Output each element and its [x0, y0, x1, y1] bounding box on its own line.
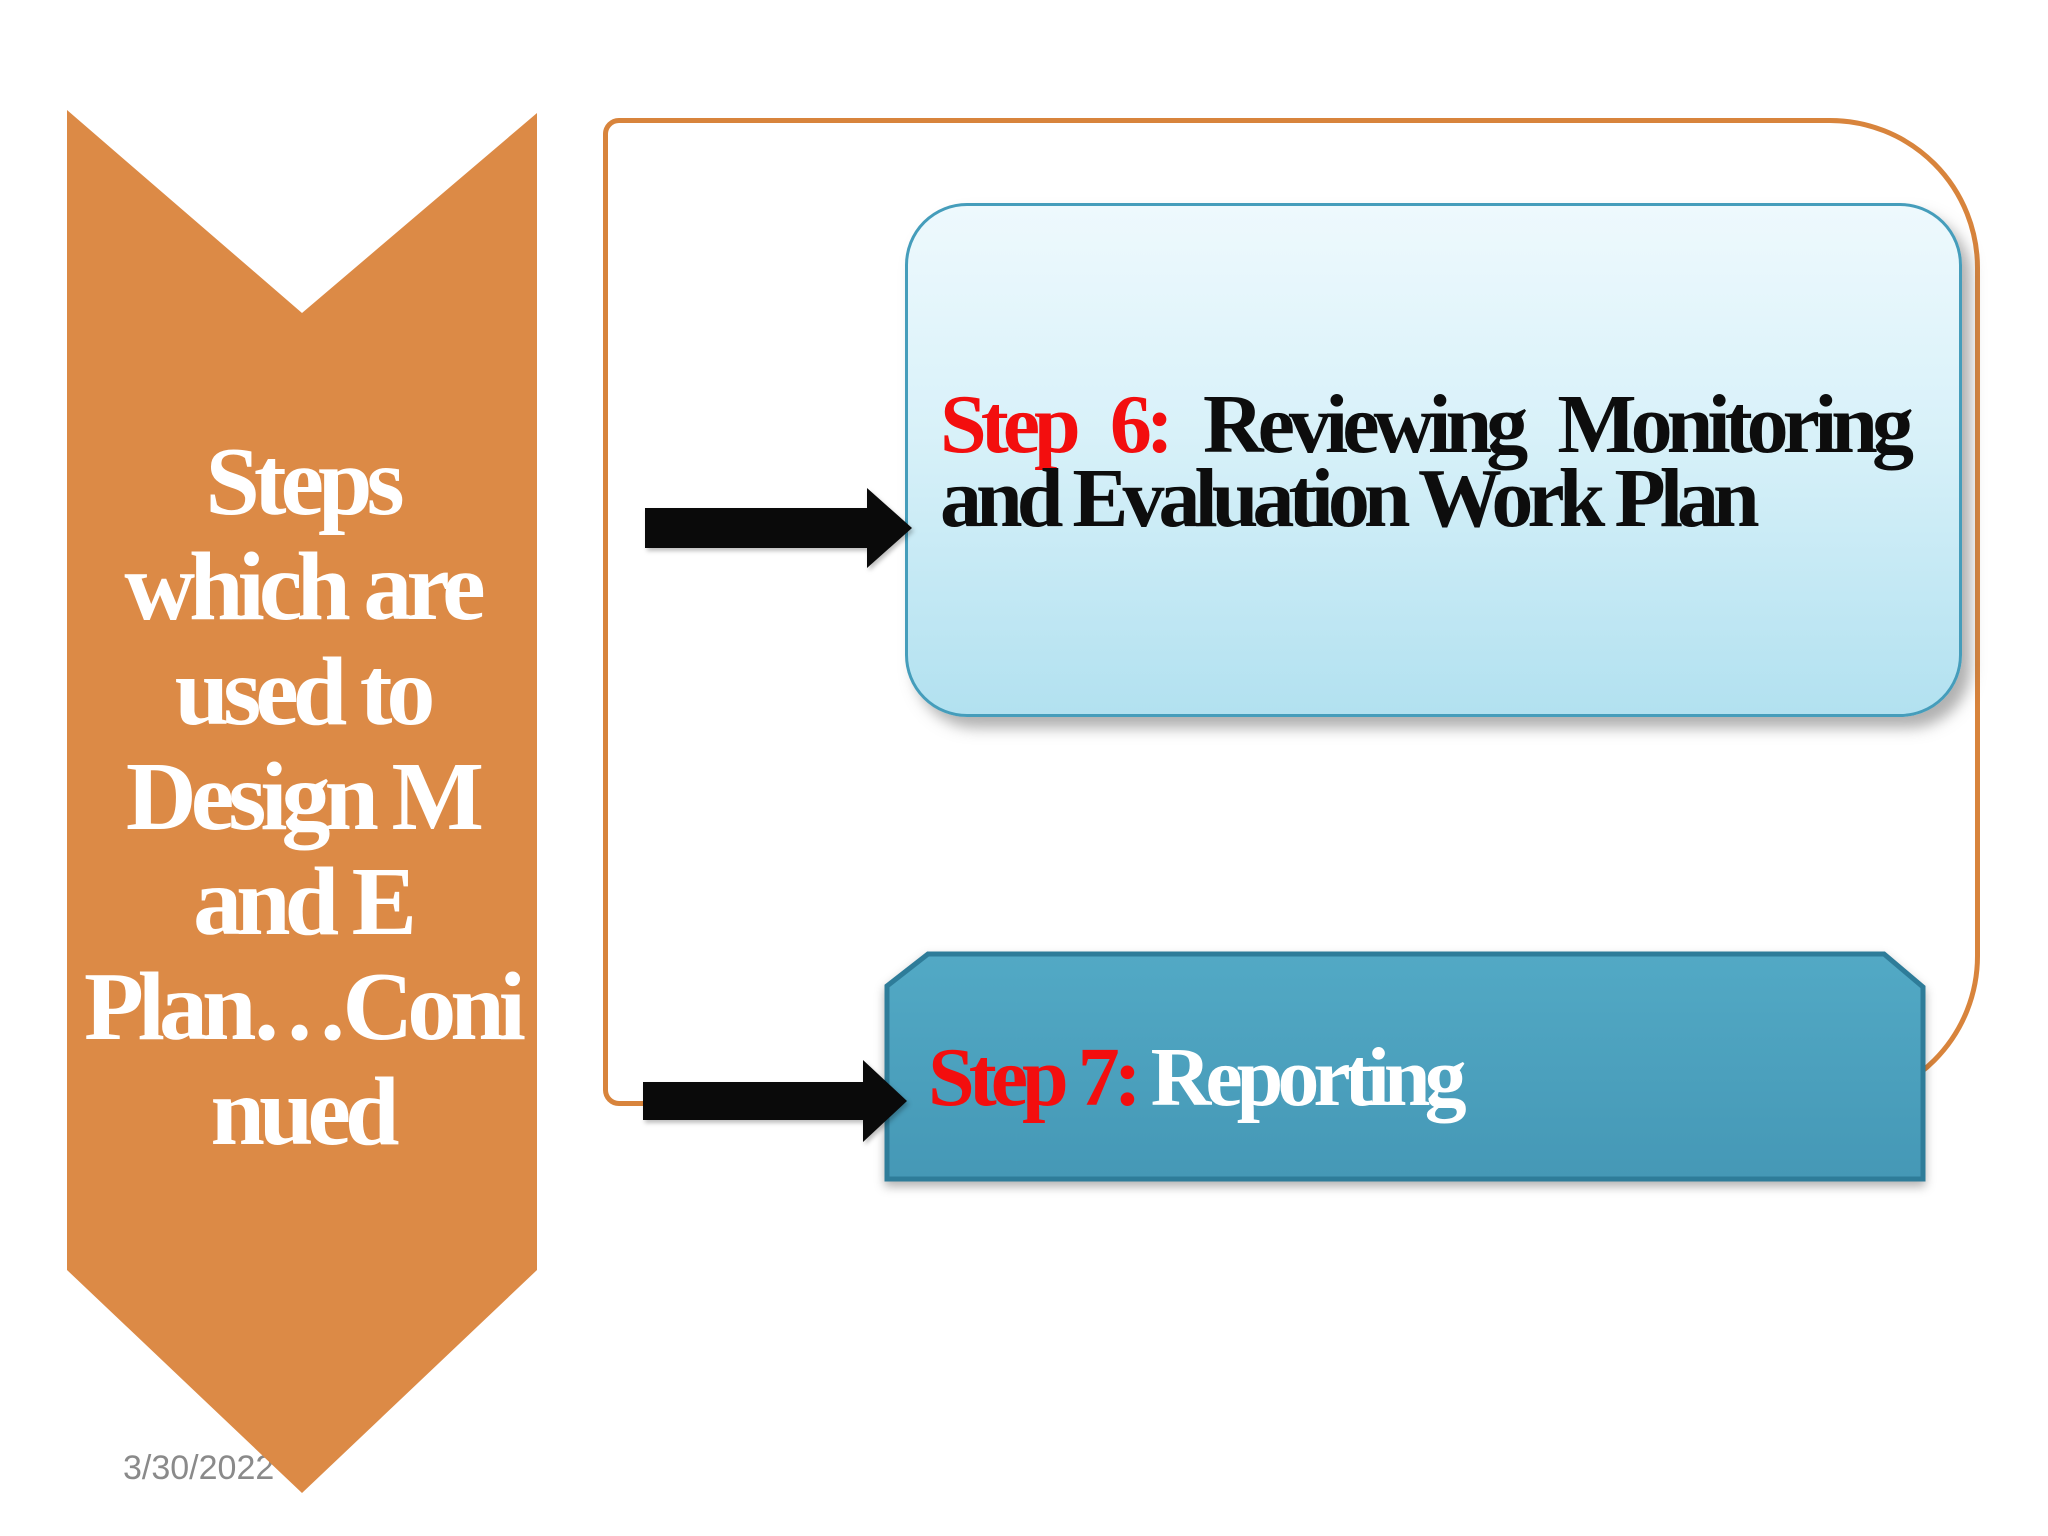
- arrow-right-icon-step6: [645, 488, 912, 568]
- arrow-right-icon-step7: [643, 1060, 907, 1142]
- step6-label: Step 6:: [940, 378, 1174, 471]
- step7-text: Step 7: Reporting: [928, 1036, 1848, 1120]
- chevron-title-line: and E: [193, 848, 417, 956]
- chevron-down-polygon: [67, 110, 537, 1493]
- step6-title: Reviewing Monitoring and Evaluation Work…: [940, 378, 1914, 545]
- chevron-title-line: Plan…Coni: [83, 953, 526, 1061]
- chevron-title-line: Design M: [125, 743, 484, 851]
- slide-date: 3/30/2022: [123, 1449, 275, 1487]
- chevron-title-line: nued: [210, 1058, 399, 1166]
- step7-snip-corner-polygon: [884, 951, 1926, 1182]
- step7-title: Reporting: [1150, 1031, 1467, 1124]
- chevron-title-line: used to: [174, 638, 436, 746]
- chevron-title: Steps which are used to Design M and E P…: [67, 430, 537, 1165]
- step7-label: Step 7:: [928, 1031, 1142, 1124]
- step6-box: [905, 203, 1962, 717]
- step6-text: Step 6: Reviewing Monitoring and Evaluat…: [940, 383, 1914, 541]
- chevron-title-line: which are: [124, 533, 485, 641]
- chevron-title-line: Steps: [205, 428, 404, 536]
